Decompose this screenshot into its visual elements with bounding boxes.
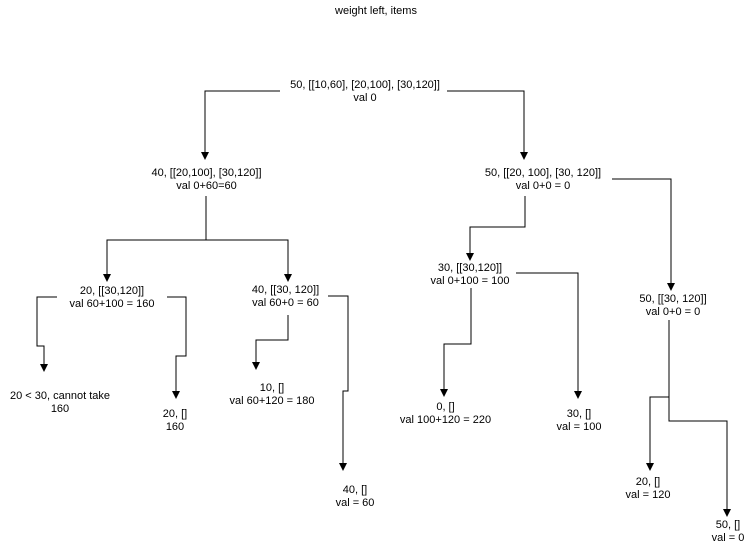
node-20-leaf-right-weight-items: 20, []: [635, 476, 661, 488]
arrowhead-50-to-50-leaf: [723, 509, 731, 517]
edge-40-to-40-leaf: [328, 295, 349, 463]
arrowhead-root-to-40: [201, 152, 209, 160]
arrowhead-40-to-10: [252, 362, 260, 370]
node-40-subtree-value: val 60+0 = 60: [252, 297, 319, 309]
node-cannot-take: 20 < 30, cannot take 160: [4, 390, 116, 416]
node-50-right-weight-items: 50, [[20, 100], [30, 120]]: [484, 167, 602, 179]
diagram-title: weight left, items: [335, 5, 417, 17]
node-50-right-value: val 0+0 = 0: [515, 180, 571, 192]
node-20-leaf-value: 160: [165, 421, 185, 433]
node-10-leaf-weight-items: 10, []: [259, 382, 285, 394]
edge-50-to-50-leaf: [668, 397, 728, 509]
arrowhead-50-to-20: [646, 463, 654, 471]
node-30-subtree: 30, [[30,120]] val 0+100 = 100: [426, 262, 514, 288]
edge-30-to-30: [516, 272, 579, 391]
edge-30-to-0: [443, 288, 472, 389]
node-50-leaf-right-weight-items: 50, []: [715, 519, 741, 531]
edge-50-to-20: [649, 320, 670, 463]
node-20-leaf: 20, [] 160: [155, 408, 195, 434]
node-20-leaf-right: 20, [] val = 120: [621, 476, 675, 502]
node-0-leaf-weight-items: 0, []: [436, 401, 455, 413]
arrowhead-20-to-20: [172, 391, 180, 399]
node-root-value: val 0: [353, 92, 377, 104]
arrowhead-50-to-50: [667, 283, 675, 291]
arrowhead-30-to-0: [440, 389, 448, 397]
edge-20-to-20: [167, 296, 187, 391]
node-40-subtree: 40, [[30, 120]] val 60+0 = 60: [245, 284, 326, 310]
arrowhead-40-to-20: [103, 274, 111, 282]
node-40-leaf: 40, [] val = 60: [328, 484, 382, 510]
node-20-leaf-right-value: val = 120: [625, 489, 671, 501]
node-cannot-take-value: 160: [50, 403, 70, 415]
node-20-leaf-weight-items: 20, []: [162, 408, 188, 420]
node-root: 50, [[10,60], [20,100], [30,120]] val 0: [283, 79, 447, 105]
node-20-subtree-value: val 60+100 = 160: [69, 298, 155, 310]
node-40-leaf-weight-items: 40, []: [342, 484, 368, 496]
arrowhead-root-to-50: [520, 152, 528, 160]
node-50-subtree: 50, [[30, 120]] val 0+0 = 0: [632, 293, 714, 319]
node-0-leaf-value: val 100+120 = 220: [399, 414, 492, 426]
arrowhead-40-to-40: [284, 274, 292, 282]
edge-40-to-40: [206, 239, 289, 274]
node-10-leaf-value: val 60+120 = 180: [229, 395, 315, 407]
node-20-subtree: 20, [[30,120]] val 60+100 = 160: [59, 285, 165, 311]
node-50-right: 50, [[20, 100], [30, 120]] val 0+0 = 0: [476, 167, 610, 193]
node-30-leaf: 30, [] val = 100: [553, 408, 605, 434]
edge-40-to-10: [255, 315, 289, 362]
node-30-subtree-weight-items: 30, [[30,120]]: [437, 262, 503, 274]
node-50-leaf-right-value: val = 0: [711, 532, 745, 544]
node-20-subtree-weight-items: 20, [[30,120]]: [79, 285, 145, 297]
node-50-subtree-value: val 0+0 = 0: [645, 306, 701, 318]
node-root-weight-items: 50, [[10,60], [20,100], [30,120]]: [290, 79, 440, 91]
node-40-left-weight-items: 40, [[20,100], [30,120]]: [151, 167, 262, 179]
edge-root-to-40: [204, 90, 280, 152]
node-50-subtree-weight-items: 50, [[30, 120]]: [639, 293, 707, 305]
node-40-left: 40, [[20,100], [30,120]] val 0+60=60: [143, 167, 270, 193]
node-10-leaf: 10, [] val 60+120 = 180: [223, 382, 321, 408]
arrowhead-30-to-30: [574, 391, 582, 399]
node-40-subtree-weight-items: 40, [[30, 120]]: [251, 284, 320, 296]
edge-50-to-50: [612, 178, 672, 283]
node-30-subtree-value: val 0+100 = 100: [430, 275, 510, 287]
node-40-left-value: val 0+60=60: [176, 180, 237, 192]
edge-root-to-50: [447, 90, 525, 152]
node-40-leaf-value: val = 60: [335, 497, 375, 509]
node-cannot-take-message: 20 < 30, cannot take: [10, 390, 110, 402]
edge-20-to-cannot: [36, 296, 57, 364]
node-30-leaf-value: val = 100: [556, 421, 602, 433]
edge-40-to-20: [106, 196, 207, 274]
node-0-leaf: 0, [] val 100+120 = 220: [395, 401, 496, 427]
edge-50-to-30: [469, 196, 526, 253]
node-30-leaf-weight-items: 30, []: [566, 408, 592, 420]
arrowhead-40-to-40-leaf: [339, 463, 347, 471]
arrowhead-20-to-cannot: [40, 364, 48, 372]
node-50-leaf-right: 50, [] val = 0: [705, 519, 751, 545]
arrowhead-50-to-30: [466, 253, 474, 261]
